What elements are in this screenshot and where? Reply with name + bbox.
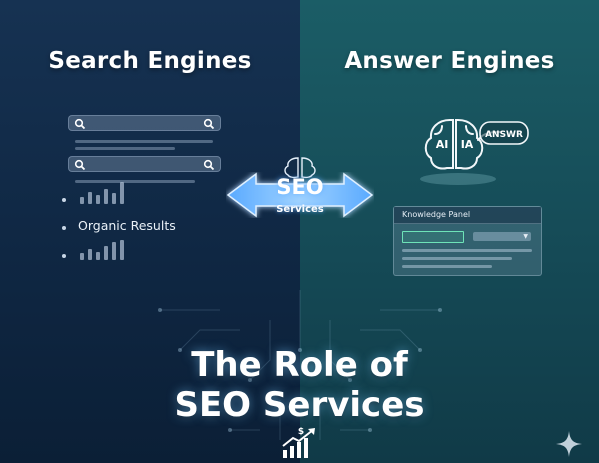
knowledge-panel-title: Knowledge Panel: [402, 210, 471, 219]
panel-line: [402, 249, 532, 252]
result-line: [75, 180, 195, 183]
search-bar: [68, 115, 221, 131]
seo-label: SEO: [276, 175, 324, 199]
brain-icon: ANSWR AI IA: [420, 119, 529, 185]
sparkle-icon: [556, 431, 582, 457]
svg-text:$: $: [298, 427, 304, 437]
search-icon: [74, 118, 86, 130]
result-bullet: [62, 254, 66, 258]
result-line: [75, 140, 213, 143]
knowledge-panel: Knowledge Panel ▼: [393, 206, 542, 276]
double-arrow-icon: [226, 172, 374, 218]
result-bullet: [62, 198, 66, 202]
knowledge-panel-select: ▼: [473, 232, 531, 241]
page-title-line1: The Role of: [191, 345, 408, 385]
search-engines-panel: [0, 0, 300, 463]
panel-line: [402, 265, 492, 268]
search-icon: [203, 159, 215, 171]
growth-chart-icon: $: [282, 427, 315, 458]
services-label: Services: [276, 204, 324, 215]
organic-results-label: Organic Results: [78, 218, 176, 233]
chevron-down-icon: ▼: [523, 233, 528, 240]
circuit-background: [158, 290, 442, 440]
bar-graphic: [80, 236, 140, 260]
bar-graphic: [80, 180, 140, 204]
search-bar: [68, 156, 221, 172]
search-engines-heading: Search Engines: [48, 48, 252, 74]
result-bullet: [62, 226, 66, 230]
answer-engines-heading: Answer Engines: [344, 48, 555, 74]
panel-line: [402, 257, 512, 260]
brain-left-text: AI: [436, 138, 449, 151]
bubble-text: ANSWR: [485, 130, 523, 140]
search-icon: [74, 159, 86, 171]
knowledge-panel-header: Knowledge Panel: [394, 207, 541, 224]
brain-right-text: IA: [461, 138, 474, 151]
search-icon: [203, 118, 215, 130]
knowledge-panel-field: [402, 231, 464, 243]
brain-icon: [284, 157, 316, 179]
result-line: [75, 147, 175, 150]
page-title-line2: SEO Services: [174, 385, 425, 425]
